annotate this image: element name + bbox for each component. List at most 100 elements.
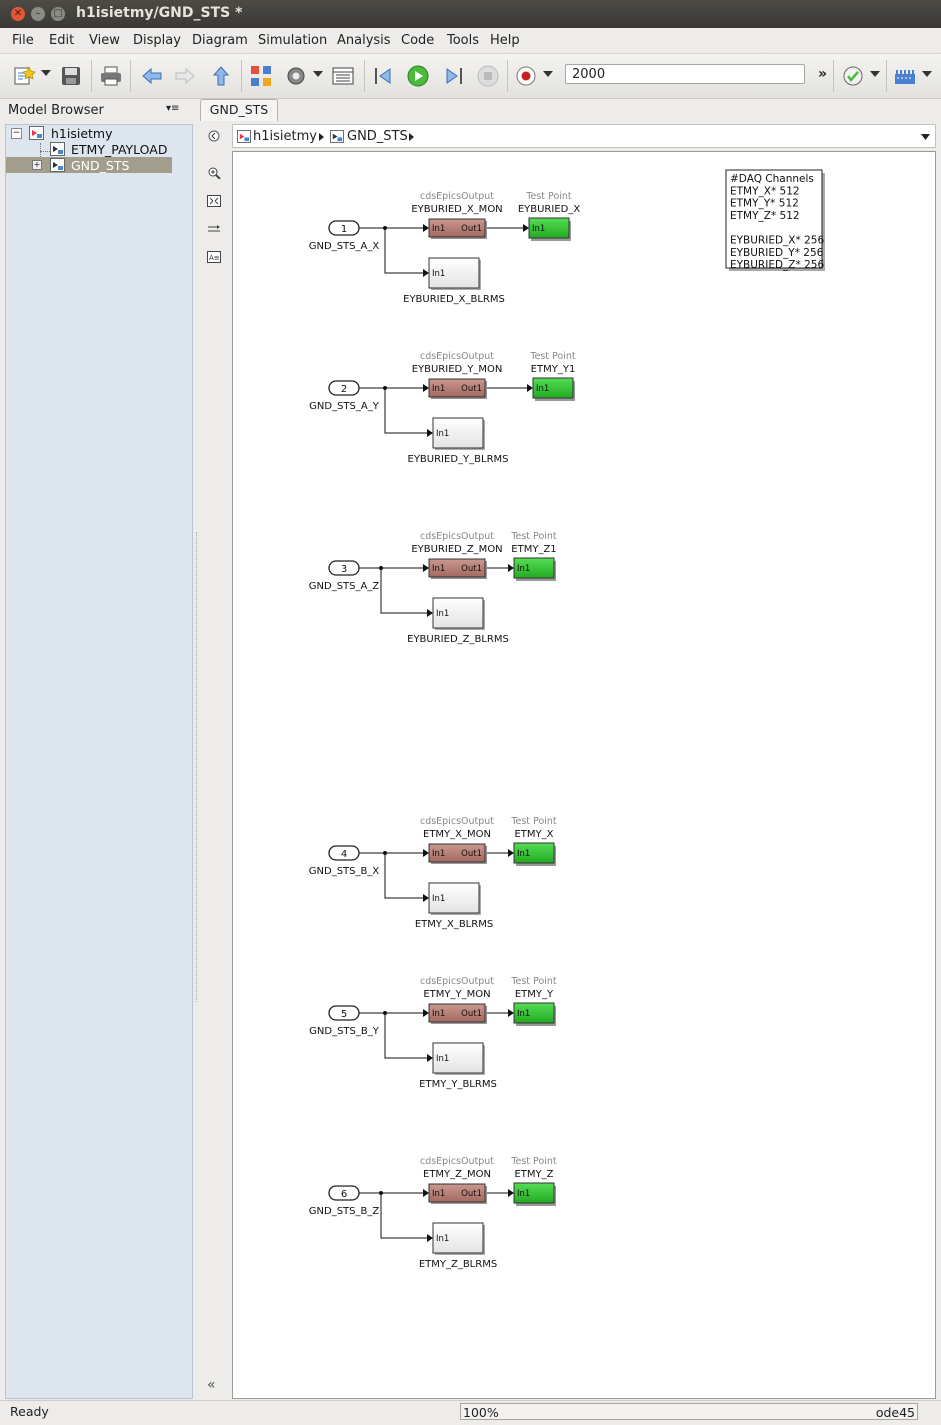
window-title: h1isietmy/GND_STS *	[76, 5, 243, 21]
menu-edit[interactable]: Edit	[49, 33, 75, 48]
build-model-icon[interactable]	[893, 64, 917, 88]
stop-icon[interactable]	[476, 64, 500, 88]
port-label-out: Out1	[461, 1189, 482, 1199]
port-label-in: In1	[432, 894, 445, 904]
model-browser-header: Model Browser ▾≡	[0, 99, 193, 121]
new-model-icon[interactable]	[12, 64, 36, 88]
annotation-line: EYBURIED_X* 256	[730, 235, 824, 247]
menu-help[interactable]: Help	[490, 33, 520, 48]
zoom-level-box: 100% ode45	[460, 1403, 918, 1420]
block-type-label: cdsEpicsOutput	[420, 976, 494, 987]
maximize-window-icon[interactable]: □	[51, 7, 65, 21]
record-icon[interactable]	[514, 64, 538, 88]
step-back-icon[interactable]	[372, 64, 396, 88]
up-level-icon[interactable]	[209, 64, 233, 88]
settings-dropdown-icon[interactable]	[313, 71, 323, 77]
close-window-icon[interactable]: ✕	[11, 7, 25, 21]
port-label-out: Out1	[461, 1009, 482, 1019]
back-icon[interactable]	[140, 64, 164, 88]
stop-time-input[interactable]: 2000	[565, 64, 805, 84]
branch-point	[383, 851, 387, 855]
menu-view[interactable]: View	[89, 33, 120, 48]
signal-arrow-icon[interactable]	[207, 223, 221, 235]
menu-code[interactable]: Code	[401, 33, 435, 48]
print-icon[interactable]	[99, 64, 123, 88]
signal-lines	[359, 227, 525, 274]
signal-arrow	[423, 384, 429, 392]
hide-browser-icon[interactable]	[207, 130, 221, 142]
signal-lines	[359, 1192, 510, 1239]
block-type-label: cdsEpicsOutput	[420, 191, 494, 202]
tree-collapse-toggle[interactable]: −	[11, 128, 22, 139]
signal-lines	[359, 1012, 510, 1059]
block-name-label: ETMY_Z	[514, 1169, 553, 1180]
tree-expand-toggle[interactable]: +	[32, 160, 42, 170]
model-browser-menu-icon[interactable]: ▾≡	[166, 103, 180, 114]
tree-item-gnd-sts[interactable]: GND_STS	[71, 158, 130, 173]
fit-to-view-icon[interactable]	[207, 195, 221, 207]
breadcrumb-root[interactable]: h1isietmy	[253, 129, 317, 144]
record-dropdown-icon[interactable]	[543, 71, 553, 77]
tree-item-h1isietmy[interactable]: h1isietmy	[51, 126, 113, 141]
branch-point	[383, 1011, 387, 1015]
tab-gnd-sts[interactable]: GND_STS	[200, 99, 278, 121]
block-type-label: cdsEpicsOutput	[420, 816, 494, 827]
menu-display[interactable]: Display	[133, 33, 181, 48]
annotation-icon[interactable]: A≡	[207, 251, 221, 263]
step-forward-icon[interactable]	[441, 64, 465, 88]
save-icon[interactable]	[59, 64, 83, 88]
menu-tools[interactable]: Tools	[447, 33, 480, 48]
build-dropdown-icon[interactable]	[922, 71, 932, 77]
minimize-window-icon[interactable]: –	[31, 7, 45, 21]
menu-diagram[interactable]: Diagram	[192, 33, 248, 48]
library-browser-icon[interactable]	[249, 64, 273, 88]
forward-icon[interactable]	[173, 64, 197, 88]
block-type-label: Test Point	[529, 351, 576, 362]
model-advisor-check-icon[interactable]	[841, 64, 865, 88]
block-name-label: EYBURIED_Y_MON	[412, 364, 503, 375]
toolbar-overflow-button[interactable]: »	[818, 66, 828, 82]
zoom-icon[interactable]	[207, 167, 221, 179]
settings-gear-icon[interactable]	[284, 64, 308, 88]
collapse-panel-icon[interactable]: «	[207, 1377, 216, 1393]
menu-file[interactable]: File	[12, 33, 34, 48]
breadcrumb-separator-icon	[319, 133, 324, 141]
breadcrumb-dropdown-icon[interactable]	[921, 134, 930, 140]
model-explorer-icon[interactable]	[331, 64, 355, 88]
menu-simulation[interactable]: Simulation	[258, 33, 328, 48]
tree-item-etmy-payload[interactable]: ETMY_PAYLOAD	[71, 142, 168, 157]
annotation-line: ETMY_Y* 512	[730, 198, 799, 210]
menu-analysis[interactable]: Analysis	[337, 33, 391, 48]
new-model-dropdown-icon[interactable]	[41, 70, 51, 76]
advisor-dropdown-icon[interactable]	[870, 71, 880, 77]
breadcrumb-current[interactable]: GND_STS	[347, 129, 408, 144]
run-icon[interactable]	[406, 64, 430, 88]
